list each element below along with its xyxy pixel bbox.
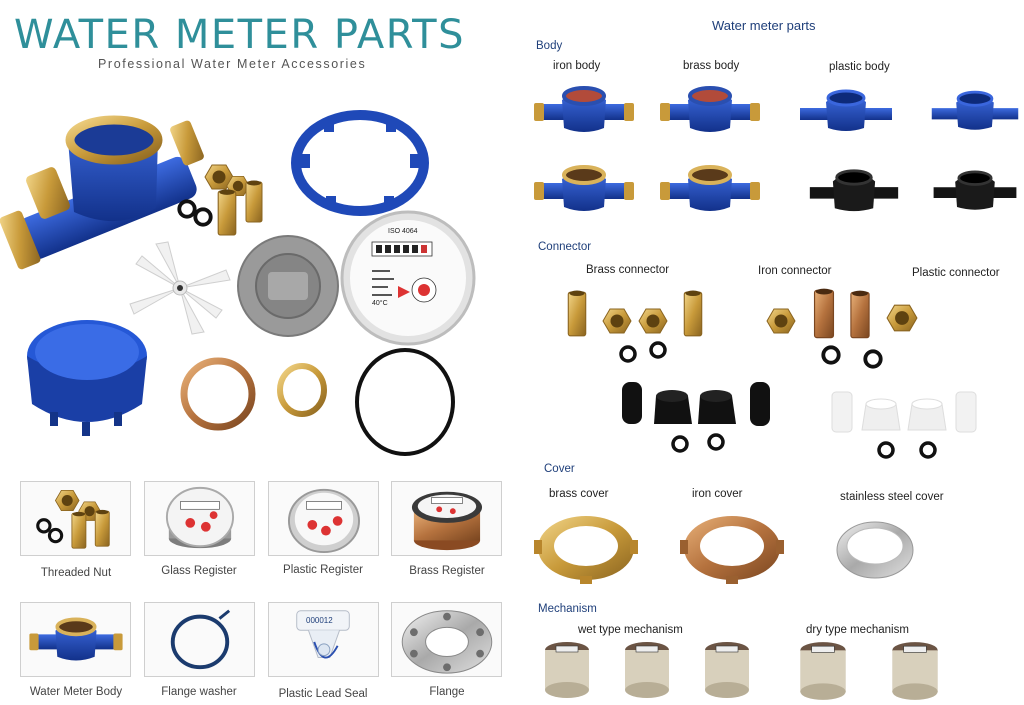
brass-cover-image xyxy=(534,516,638,584)
thumb-caption-water-meter-body: Water Meter Body xyxy=(29,686,123,698)
brass-body-brass-top-image xyxy=(660,158,760,220)
label-wet-type-mechanism: wet type mechanism xyxy=(578,624,683,636)
section-body-heading: Body xyxy=(536,40,563,52)
iron-cover-image xyxy=(680,516,784,584)
label-stainless-steel-cover: stainless steel cover xyxy=(840,491,944,503)
thumb-threaded-nut[interactable] xyxy=(20,481,131,556)
stainless-steel-cover-image xyxy=(836,521,914,579)
page-subtitle: Professional Water Meter Accessories xyxy=(98,57,367,71)
thumb-caption-plastic-lead-seal: Plastic Lead Seal xyxy=(278,688,368,700)
register-temp-text: 40°C xyxy=(372,300,388,307)
thumb-plastic-lead-seal[interactable] xyxy=(268,602,379,677)
label-plastic-connector: Plastic connector xyxy=(912,267,1000,279)
thumb-caption-flange: Flange xyxy=(429,686,465,698)
plastic-body-black-1-image xyxy=(808,169,900,213)
glass-register-icon xyxy=(165,486,235,549)
dry-mechanism-1-image xyxy=(799,641,847,701)
plastic-lead-seal-icon xyxy=(296,610,350,659)
label-iron-body: iron body xyxy=(553,60,601,72)
brass-connector-image xyxy=(567,290,703,363)
thumb-caption-plastic-register: Plastic Register xyxy=(283,564,363,576)
thumb-glass-register[interactable] xyxy=(144,481,255,556)
flange-icon xyxy=(401,610,493,674)
brass-ring-illustration xyxy=(277,363,327,417)
black-plastic-connector-image xyxy=(622,382,770,453)
page-title: WATER METER PARTS xyxy=(14,12,465,58)
thumb-plastic-register[interactable] xyxy=(268,481,379,556)
thumb-caption-brass-register: Brass Register xyxy=(409,565,485,577)
meter-body-illustration xyxy=(0,115,204,270)
section-mechanism-heading: Mechanism xyxy=(538,603,597,615)
right-title: Water meter parts xyxy=(712,18,816,33)
thumb-caption-flange-washer: Flange washer xyxy=(161,686,237,698)
plastic-body-blue-2-image xyxy=(930,90,1020,132)
brass-body-top-image xyxy=(660,86,760,134)
section-cover-heading: Cover xyxy=(544,463,575,475)
plastic-body-blue-1-image xyxy=(798,89,894,133)
iron-body-top-image xyxy=(534,86,634,134)
section-connector-heading: Connector xyxy=(538,241,592,253)
label-iron-cover: iron cover xyxy=(692,488,743,500)
water-meter-body-icon xyxy=(29,617,123,663)
o-ring-illustration xyxy=(355,348,455,456)
iron-connector-image xyxy=(766,288,918,369)
white-plastic-connector-image xyxy=(831,391,977,459)
wet-mechanism-1-image xyxy=(544,641,590,699)
impeller-illustration xyxy=(129,241,231,335)
register-dial-illustration xyxy=(340,210,476,346)
wet-mechanism-3-image xyxy=(704,641,750,699)
register-base-illustration xyxy=(237,235,339,337)
dry-mechanism-2-image xyxy=(891,641,939,701)
thumb-caption-threaded-nut: Threaded Nut xyxy=(40,567,112,579)
label-brass-cover: brass cover xyxy=(549,488,609,500)
thumb-caption-glass-register: Glass Register xyxy=(161,565,237,577)
thumb-flange[interactable] xyxy=(391,602,502,677)
blue-cap-illustration xyxy=(27,320,147,436)
label-brass-connector: Brass connector xyxy=(586,264,670,276)
flange-washer-icon xyxy=(170,609,231,670)
label-plastic-body: plastic body xyxy=(829,61,890,73)
label-dry-type-mechanism: dry type mechanism xyxy=(806,624,909,636)
plastic-register-icon xyxy=(287,488,360,554)
thumb-brass-register[interactable] xyxy=(391,481,502,556)
plastic-body-black-2-image xyxy=(931,170,1019,212)
iron-body-brass-top-image xyxy=(534,158,634,220)
threaded-nut-icon xyxy=(36,489,110,549)
register-iso-text: ISO 4064 xyxy=(388,228,418,235)
seal-number: 000012 xyxy=(306,616,333,625)
blue-ring-illustration xyxy=(291,110,429,216)
copper-ring-illustration xyxy=(180,357,256,431)
wet-mechanism-2-image xyxy=(624,641,670,699)
label-brass-body: brass body xyxy=(683,60,740,72)
thumb-water-meter-body[interactable] xyxy=(20,602,131,677)
brass-register-icon xyxy=(411,491,483,551)
label-iron-connector: Iron connector xyxy=(758,265,832,277)
thumb-flange-washer[interactable] xyxy=(144,602,255,677)
